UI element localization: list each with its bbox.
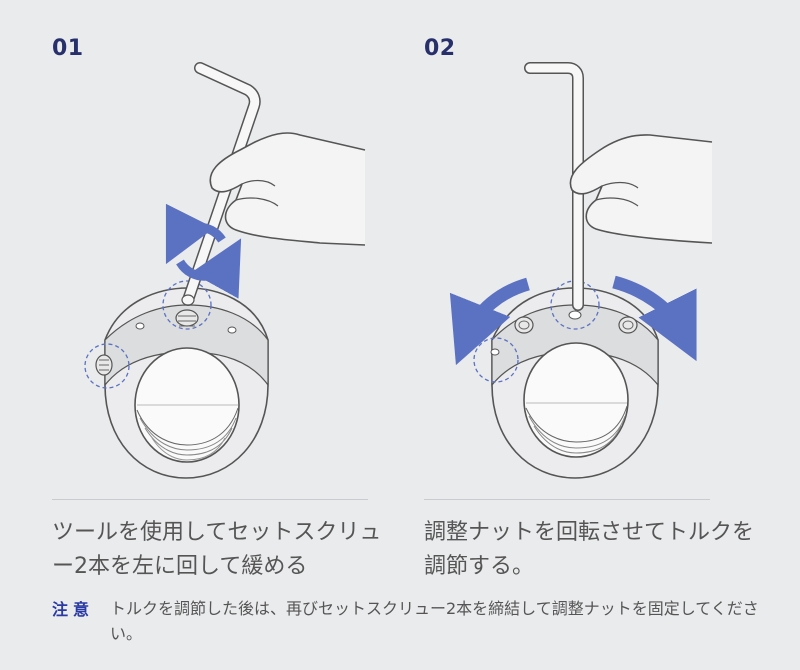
hand-icon (209, 132, 366, 246)
step-number-02: 02 (424, 36, 456, 61)
caution-label: 注意 (52, 600, 95, 619)
step-02-description-line2: 調節する。 (424, 554, 535, 579)
set-screw-icon (84, 280, 212, 389)
step-01-illustration (84, 62, 366, 479)
step-02-description: 調整ナットを回転させてトルクを 調節する。 (424, 516, 754, 584)
divider-step-01 (52, 499, 368, 500)
nut-ring-icon (490, 287, 659, 479)
step-01-description-line2: ー2本を左に回して緩める (52, 554, 308, 579)
hex-key-icon (524, 62, 584, 311)
hand-icon (569, 134, 713, 244)
divider-step-02 (424, 499, 710, 500)
caution-text: トルクを調節した後は、再びセットスクリュー2本を締結して調整ナットを固定してくだ… (110, 599, 759, 643)
set-screw-icon (473, 280, 638, 383)
step-number-01: 01 (52, 36, 84, 61)
hex-key-icon (181, 62, 261, 306)
step-02-illustration (449, 62, 713, 479)
rotate-arrows-icon (165, 203, 242, 299)
curved-arrow-right-icon (612, 275, 697, 362)
step-01-description: ツールを使用してセットスクリュ ー2本を左に回して緩める (52, 516, 382, 584)
step-01-description-line1: ツールを使用してセットスクリュ (52, 520, 382, 545)
nut-ring-icon (104, 287, 269, 479)
curved-arrow-left-icon (449, 277, 530, 366)
step-02-description-line1: 調整ナットを回転させてトルクを (424, 520, 755, 545)
